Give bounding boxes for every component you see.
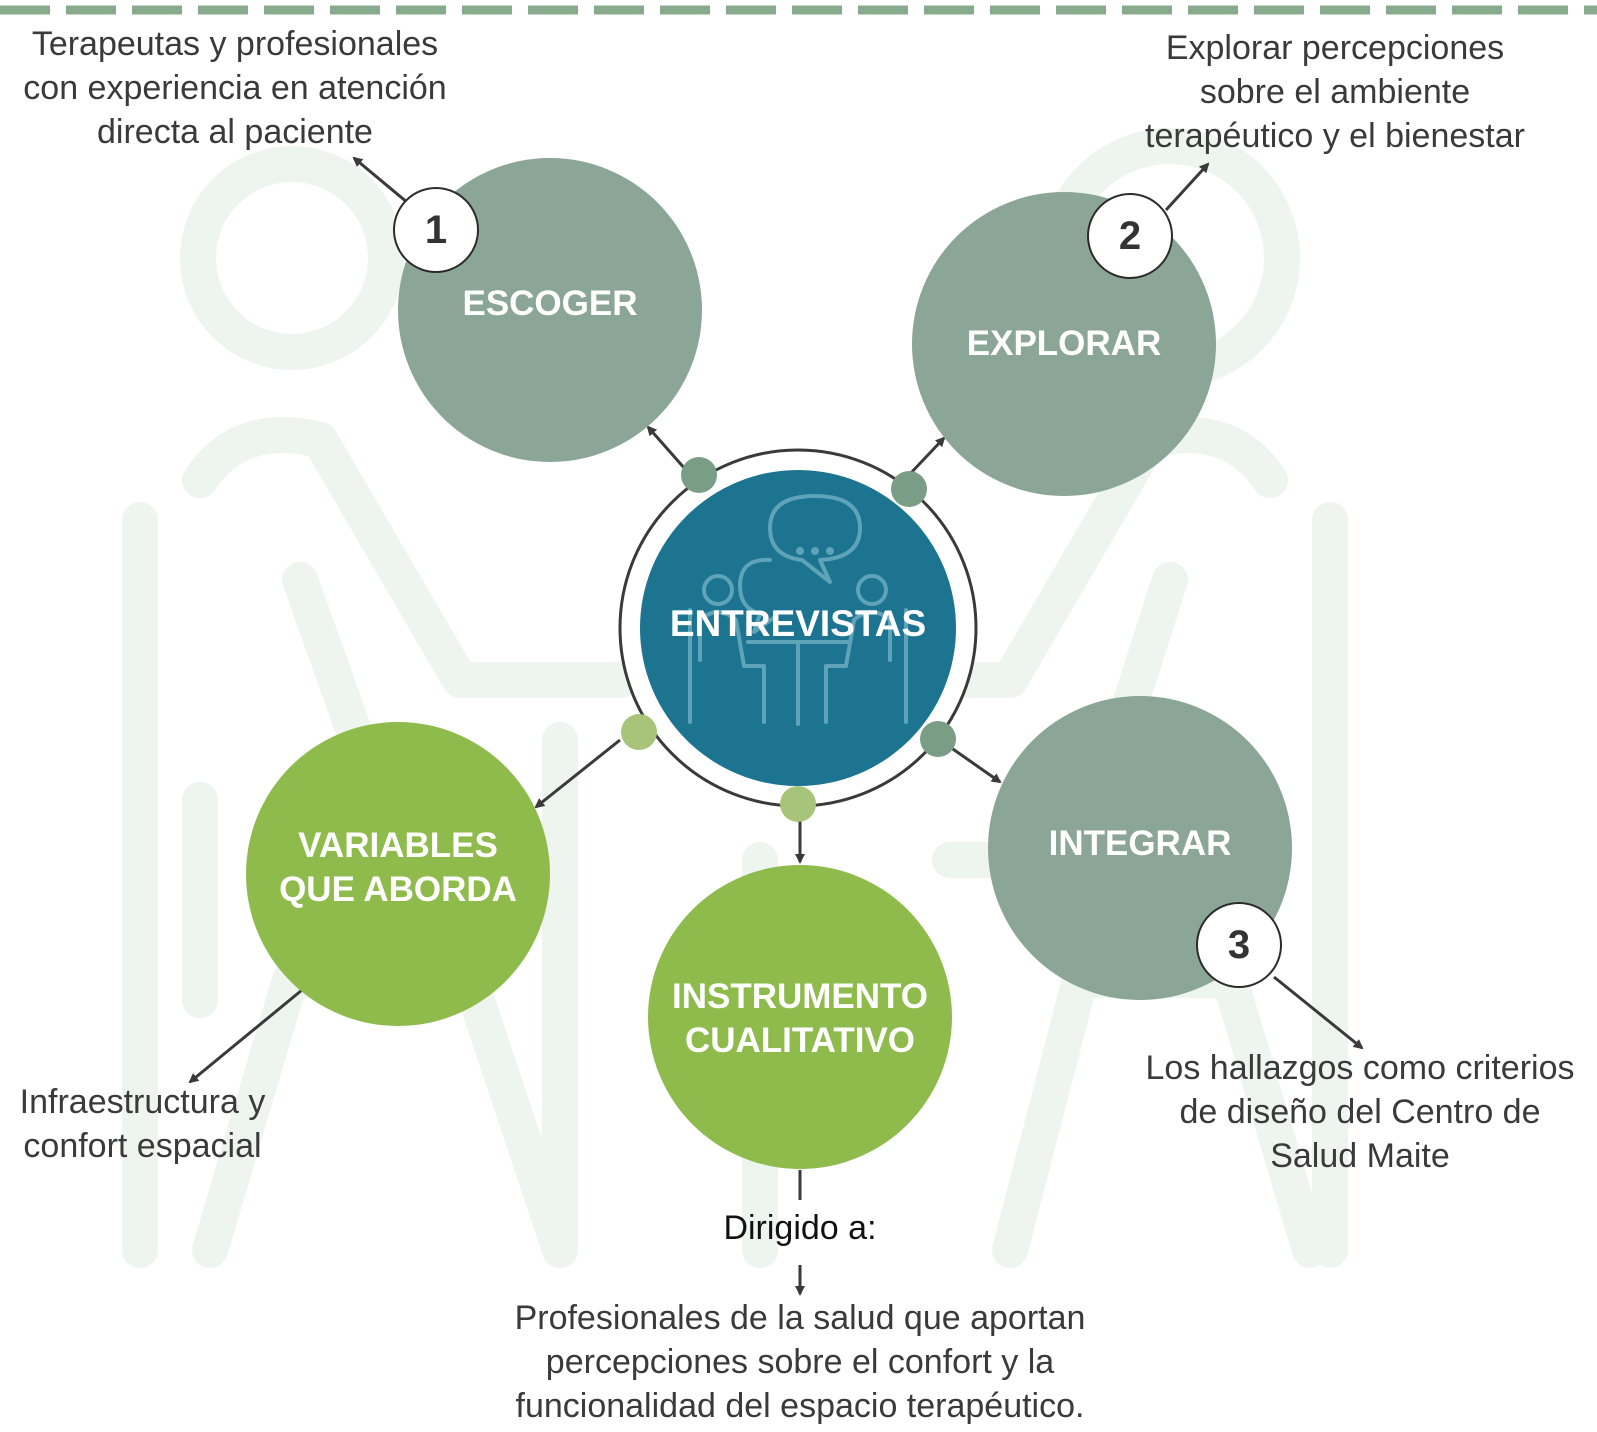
- dot-variables: [621, 714, 657, 750]
- badge-2: 2: [1087, 193, 1173, 279]
- connector-explorar: [907, 436, 946, 477]
- dot-instrumento: [780, 786, 816, 822]
- directed-label: Dirigido a:: [723, 1209, 877, 1247]
- variables-label-line1: VARIABLES: [298, 826, 498, 865]
- explorar-note-line3: terapéutico y el bienestar: [1145, 117, 1525, 155]
- variables-label-line2: QUE ABORDA: [279, 870, 517, 909]
- instrumento-note: Profesionales de la salud que aportan pe…: [460, 1296, 1140, 1428]
- instrumento-label: INSTRUMENTO CUALITATIVO: [650, 975, 950, 1063]
- instrumento-note-line3: funcionalidad del espacio terapéutico.: [515, 1387, 1085, 1425]
- connectors: [188, 156, 1364, 1296]
- instrumento-label-line1: INSTRUMENTO: [671, 977, 929, 1016]
- explorar-note-line1: Explorar percepciones: [1165, 29, 1505, 67]
- instrumento-circle: [648, 865, 952, 1169]
- variables-note-line2: confort espacial: [23, 1127, 262, 1165]
- escoger-note: Terapeutas y profesionales con experienc…: [0, 22, 470, 154]
- dot-integrar: [920, 721, 956, 757]
- integrar-note-line3: Salud Maite: [1270, 1137, 1450, 1175]
- explorar-note-line2: sobre el ambiente: [1199, 73, 1471, 111]
- interview-conversation-icon: [688, 494, 908, 726]
- instrumento-note-line1: Profesionales de la salud que aportan: [514, 1299, 1086, 1337]
- escoger-note-line3: directa al paciente: [97, 113, 373, 151]
- explorar-note: Explorar percepciones sobre el ambiente …: [1110, 26, 1560, 158]
- connector-badge2-note: [1164, 162, 1210, 212]
- integrar-note-line2: de diseño del Centro de: [1179, 1093, 1541, 1131]
- connector-escoger: [646, 425, 688, 471]
- instrumento-note-line2: percepciones sobre el confort y la: [545, 1343, 1055, 1381]
- escoger-note-line1: Terapeutas y profesionales: [31, 25, 439, 63]
- badge-1: 1: [393, 187, 479, 273]
- instrumento-label-line2: CUALITATIVO: [684, 1021, 916, 1060]
- integrar-note: Los hallazgos como criterios de diseño d…: [1125, 1046, 1595, 1178]
- badge-3: 3: [1196, 902, 1282, 988]
- explorar-label: EXPLORAR: [966, 324, 1162, 363]
- variables-label: VARIABLES QUE ABORDA: [248, 824, 548, 912]
- dot-explorar: [891, 471, 927, 507]
- variables-note: Infraestructura y confort espacial: [0, 1080, 285, 1168]
- integrar-note-line1: Los hallazgos como criterios: [1145, 1049, 1575, 1087]
- center-label: ENTREVISTAS: [669, 603, 927, 644]
- connector-variables: [534, 738, 621, 809]
- escoger-note-line2: con experiencia en atención: [23, 69, 447, 107]
- dot-escoger: [681, 457, 717, 493]
- connector-badge1-note: [352, 156, 409, 205]
- escoger-label: ESCOGER: [462, 284, 638, 323]
- center-circle: [640, 470, 956, 786]
- variables-note-line1: Infraestructura y: [19, 1083, 266, 1121]
- connector-badge3-note: [1273, 975, 1364, 1050]
- variables-circle: [246, 722, 550, 1026]
- connector-variables-note: [188, 988, 303, 1084]
- integrar-label: INTEGRAR: [1048, 824, 1232, 863]
